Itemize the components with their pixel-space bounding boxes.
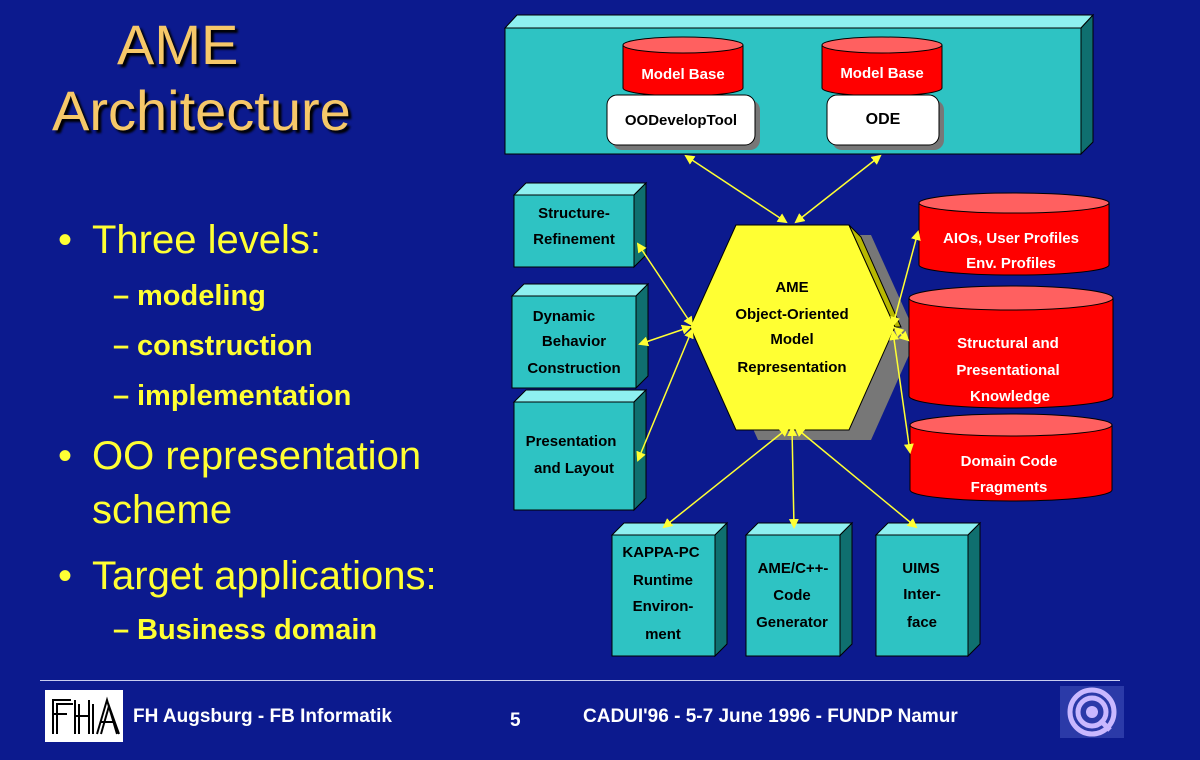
model-base-label: Model Base [840, 65, 923, 82]
svg-text:Structure-: Structure- [538, 205, 610, 222]
kappa-pc-runtime-box: KAPPA-PC Runtime Environ- ment [610, 521, 729, 658]
svg-text:Env. Profiles: Env. Profiles [966, 255, 1056, 272]
oodeveloptool-box: OODevelopTool [606, 94, 760, 150]
title-line-2: Architecture [52, 79, 351, 142]
bullet-item: •Target applications: [58, 554, 437, 598]
footer-divider [40, 680, 1120, 681]
svg-text:AME: AME [775, 279, 808, 296]
ame-oo-model-hexagon: AME Object-Oriented Model Representation [689, 224, 917, 440]
svg-text:Knowledge: Knowledge [970, 388, 1050, 405]
svg-text:Construction: Construction [527, 360, 620, 377]
sub-bullet-item: –construction [113, 330, 313, 362]
connector [636, 242, 694, 327]
footer-institution: FH Augsburg - FB Informatik [133, 706, 392, 727]
svg-text:Runtime: Runtime [633, 572, 693, 589]
svg-text:Structural and: Structural and [957, 335, 1059, 352]
ode-box: ODE [826, 94, 944, 150]
svg-text:Code: Code [773, 587, 811, 604]
svg-text:Dynamic: Dynamic [533, 308, 596, 325]
svg-text:and Layout: and Layout [534, 460, 614, 477]
page-number: 5 [510, 710, 521, 731]
structure-refinement-box: Structure- Refinement [512, 181, 648, 269]
uims-interface-box: UIMS Inter- face [874, 521, 982, 658]
bullet-item: •OO representation [58, 434, 422, 478]
aios-user-profiles-cylinder: AIOs, User Profiles Env. Profiles [918, 192, 1110, 276]
tool-label: ODE [866, 111, 901, 128]
bullet-item: •Three levels: [58, 218, 321, 262]
connector [684, 154, 788, 224]
svg-text:Object-Oriented: Object-Oriented [735, 306, 848, 323]
model-base-cylinder-2: Model Base [821, 36, 943, 97]
svg-text:Domain Code: Domain Code [961, 453, 1058, 470]
slide-title: AME Architecture [52, 12, 351, 144]
connector [794, 426, 918, 529]
svg-text:KAPPA-PC: KAPPA-PC [622, 544, 699, 561]
connector [890, 230, 921, 327]
svg-text:AIOs, User Profiles: AIOs, User Profiles [943, 230, 1079, 247]
footer-conference: CADUI'96 - 5-7 June 1996 - FUNDP Namur [583, 706, 958, 727]
svg-text:face: face [907, 614, 937, 631]
dynamic-behavior-construction-box: Dynamic Behavior Construction [510, 282, 650, 390]
svg-text:UIMS: UIMS [902, 560, 940, 577]
svg-text:Presentation: Presentation [526, 433, 617, 450]
svg-text:Generator: Generator [756, 614, 828, 631]
svg-text:Refinement: Refinement [533, 231, 615, 248]
svg-text:Presentational: Presentational [956, 362, 1059, 379]
model-base-label: Model Base [641, 66, 724, 83]
title-line-1: AME [117, 13, 239, 76]
connector [794, 154, 882, 224]
domain-code-fragments-cylinder: Domain Code Fragments [909, 413, 1113, 502]
svg-text:ment: ment [645, 626, 681, 643]
tool-label: OODevelopTool [625, 112, 737, 129]
presentation-layout-box: Presentation and Layout [512, 388, 648, 512]
svg-text:Behavior: Behavior [542, 333, 606, 350]
sub-bullet-item: –implementation [113, 380, 352, 412]
connectors [636, 154, 921, 529]
connector [662, 426, 790, 529]
sub-bullet-item: –Business domain [113, 614, 378, 646]
svg-text:Fragments: Fragments [971, 479, 1048, 496]
svg-text:Model: Model [770, 331, 813, 348]
fha-logo [45, 690, 123, 742]
model-base-cylinder-1: Model Base [622, 36, 744, 97]
structural-presentational-knowledge-cylinder: Structural and Presentational Knowledge [908, 285, 1114, 409]
ame-cpp-code-generator-box: AME/C++- Code Generator [744, 521, 854, 658]
svg-text:Environ-: Environ- [633, 598, 694, 615]
model-base-container [503, 13, 1095, 156]
fundp-logo [1060, 686, 1124, 738]
bullet-item-continuation: scheme [92, 488, 233, 532]
svg-text:Inter-: Inter- [903, 586, 941, 603]
connector [636, 328, 694, 462]
connector [787, 426, 799, 529]
sub-bullet-item: –modeling [113, 280, 266, 312]
svg-text:Representation: Representation [737, 359, 846, 376]
svg-text:AME/C++-: AME/C++- [758, 560, 829, 577]
